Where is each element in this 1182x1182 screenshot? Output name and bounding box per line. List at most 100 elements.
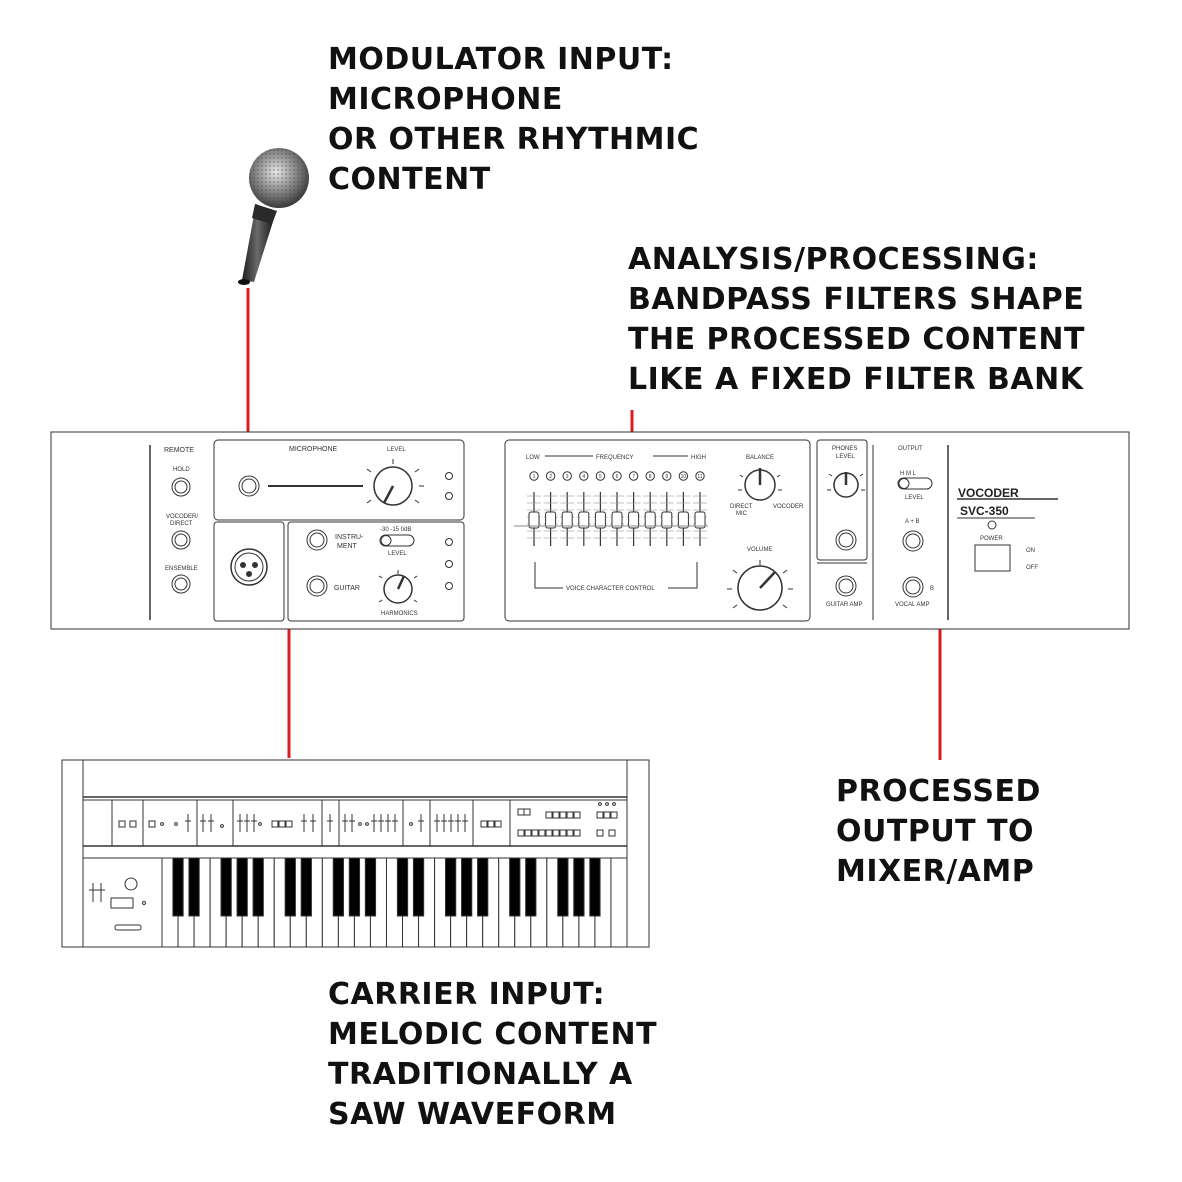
guitar-amp-label: GUITAR AMP	[826, 602, 863, 608]
band-number-4: 4	[582, 474, 585, 480]
analysis-callout-line-2: BANDPASS FILTERS SHAPE	[628, 282, 1085, 317]
instrument-label-1: INSTRU-	[335, 534, 364, 541]
band-indicator-5	[595, 471, 606, 481]
black-key-16	[509, 857, 521, 917]
band-slider-4	[576, 492, 591, 546]
panel-button-27	[603, 811, 611, 819]
panel-fader-16	[418, 814, 424, 832]
band-slider-2	[543, 492, 558, 546]
model-label: SVC-350	[960, 504, 1009, 518]
black-key-11	[396, 857, 409, 917]
band-slider-8	[643, 492, 658, 546]
vocoder-labels: REMOTE HOLD VOCODER/ DIRECT ENSEMBLE MIC…	[164, 446, 1038, 617]
keyboard-synthesizer-icon	[61, 759, 650, 948]
panel-button-15	[566, 811, 574, 819]
output-a-b-jack	[902, 530, 924, 552]
a-plus-b-label: A + B	[905, 519, 920, 525]
panel-button-4	[271, 820, 279, 828]
band-number-7: 7	[632, 474, 635, 480]
guitar-input-jack	[306, 575, 328, 597]
carrier-callout: CARRIER INPUT: MELODIC CONTENT TRADITION…	[328, 975, 657, 1135]
panel-fader-6	[251, 814, 257, 832]
band-indicator-11	[695, 471, 705, 481]
carrier-callout-line-2: MELODIC CONTENT	[328, 1017, 658, 1052]
panel-fader-4	[237, 814, 243, 832]
vocoder-direct-jack	[171, 530, 191, 550]
panel-button-5	[278, 820, 286, 828]
low-label: LOW	[526, 455, 540, 461]
vocal-amp-label: VOCAL AMP	[895, 602, 929, 608]
harmonics-label: HARMONICS	[381, 611, 418, 617]
phones-jack	[835, 529, 857, 551]
black-key-20	[589, 857, 601, 917]
off-label: OFF	[1026, 565, 1038, 571]
panel-fader-3	[208, 814, 214, 832]
panel-button-9	[494, 820, 502, 828]
panel-button-28	[610, 811, 618, 819]
band-indicator-1	[529, 471, 539, 481]
microphone-icon	[238, 148, 309, 285]
band-indicator-6	[612, 471, 622, 481]
ensemble-label: ENSEMBLE	[165, 566, 198, 572]
output-callout-line-3: MIXER/AMP	[836, 854, 1035, 889]
instrument-label-2: MENT	[337, 543, 358, 550]
panel-fader-9	[327, 814, 333, 832]
panel-fader-7	[301, 814, 307, 832]
black-key-9	[348, 857, 361, 917]
panel-button-13	[552, 811, 560, 819]
band-number-8: 8	[649, 474, 652, 480]
carrier-callout-line-1: CARRIER INPUT:	[328, 977, 606, 1012]
vocoder-balance-label: VOCODER	[773, 504, 804, 510]
panel-button-6	[285, 820, 293, 828]
hold-label: HOLD	[173, 467, 190, 473]
instrument-level-label: LEVEL	[388, 551, 407, 557]
guitar-label: GUITAR	[334, 585, 360, 592]
band-number-10: 10	[681, 474, 687, 480]
panel-button-8	[487, 820, 495, 828]
panel-button-23	[559, 829, 567, 837]
panel-led-4	[258, 822, 262, 826]
balance-knob	[738, 468, 782, 501]
power-switch	[974, 544, 1011, 572]
output-level-label: LEVEL	[905, 495, 924, 501]
xlr-connector-icon	[230, 548, 268, 586]
black-key-14	[461, 857, 473, 917]
panel-fader-10	[342, 814, 348, 832]
analysis-callout-line-3: THE PROCESSED CONTENT	[628, 322, 1085, 357]
output-callout-line-2: OUTPUT TO	[836, 814, 1035, 849]
band-slider-5	[593, 492, 608, 546]
panel-button-25	[573, 829, 581, 837]
black-key-4	[236, 857, 248, 917]
analysis-callout-line-1: ANALYSIS/PROCESSING:	[628, 242, 1039, 277]
band-slider-3	[560, 492, 575, 546]
black-key-6	[284, 857, 296, 917]
frequency-label: FREQUENCY	[596, 455, 634, 461]
hold-jack	[171, 477, 191, 497]
band-slider-10	[676, 492, 691, 546]
band-slider-1	[527, 492, 541, 546]
panel-button-20	[538, 829, 546, 837]
carrier-callout-line-3: TRADITIONALLY A	[328, 1057, 633, 1092]
black-key-3	[220, 857, 232, 917]
band-indicator-4	[579, 471, 589, 481]
direct-mic-label-2: MIC	[736, 511, 748, 517]
filter-band-sliders	[527, 492, 707, 546]
panel-button-16	[573, 811, 581, 819]
panel-fader-18	[441, 814, 447, 832]
black-key-10	[364, 857, 377, 917]
panel-led-5	[358, 822, 362, 826]
b-label: B	[930, 586, 934, 592]
on-label: ON	[1026, 548, 1035, 554]
mic-level-label: LEVEL	[387, 447, 406, 453]
output-label: OUTPUT	[898, 446, 923, 452]
band-indicator-9	[662, 471, 672, 481]
panel-button-29	[596, 829, 604, 837]
brand-label: VOCODER	[958, 486, 1019, 500]
band-number-1: 1	[533, 474, 536, 480]
black-key-8	[332, 857, 345, 917]
modulator-callout-line-4: CONTENT	[328, 162, 491, 197]
output-callout: PROCESSED OUTPUT TO MIXER/AMP	[836, 772, 1041, 892]
vocoder-front-panel	[50, 431, 1130, 630]
black-key-15	[477, 857, 489, 917]
